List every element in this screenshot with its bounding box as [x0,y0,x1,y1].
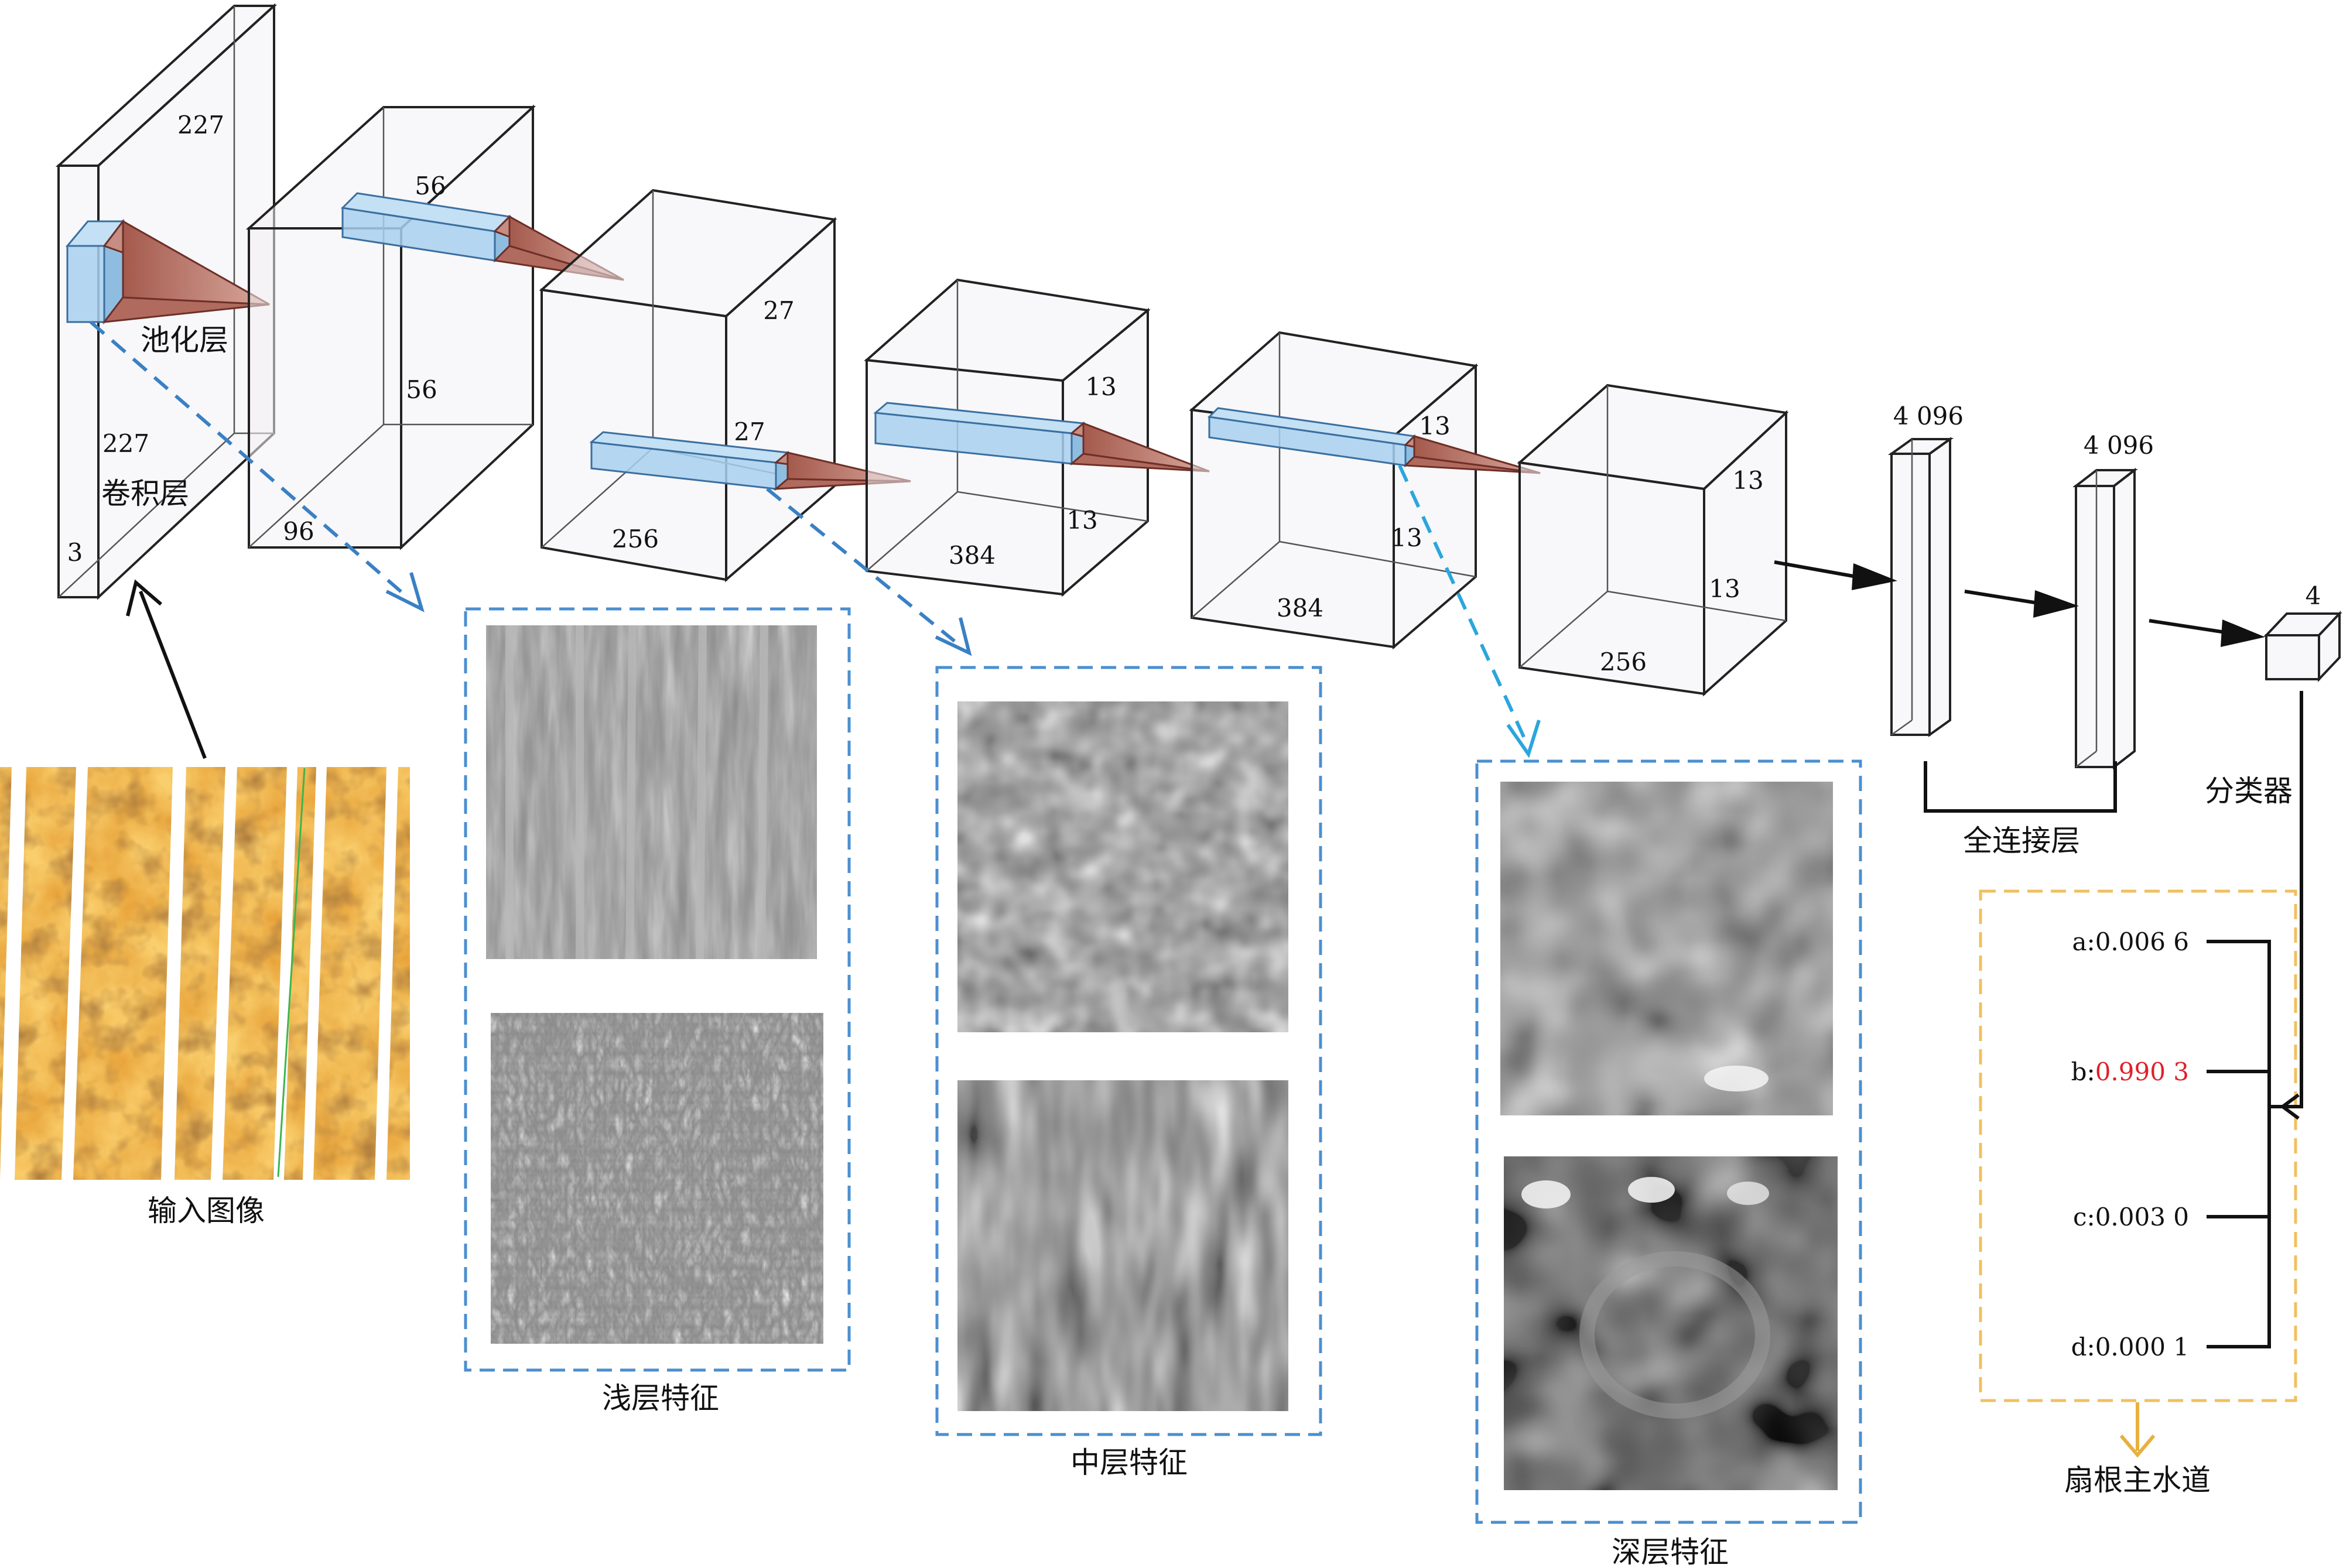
layer1-top-label: 56 [415,172,446,200]
middle-feature-label: 中层特征 [1070,1446,1188,1480]
input-channel-label: 3 [67,538,83,567]
svg-text:d:0.000 1: d:0.000 1 [2071,1333,2189,1361]
layer4-side-label: 13 [1419,412,1450,440]
input-arrow [126,579,207,759]
probability-row-c: c:0.003 0 [2073,1203,2189,1231]
input-width-label: 227 [102,429,149,458]
prob-c-value: 0.003 0 [2095,1203,2189,1231]
probability-row-d: d:0.000 1 [2071,1333,2189,1361]
shallow-feature-map-2 [491,1013,823,1344]
probability-row-b: b:0.990 3 [2071,1057,2189,1086]
input-image-label: 输入图像 [148,1194,265,1228]
deep-feature-map-2 [1504,1156,1838,1490]
fc2-volume [2072,467,2138,770]
layer4-front-label: 13 [1391,523,1422,552]
prob-b-key: b: [2071,1057,2095,1086]
layer3-depth-label: 384 [949,541,996,570]
input-image [0,767,410,1180]
shallow-feature-panel [464,607,851,1372]
prob-a-value: 0.006 6 [2095,927,2189,956]
layer1-side-label: 56 [406,375,437,404]
deep-feature-map-1 [1500,782,1833,1115]
result-class-label: 扇根主水道 [2064,1463,2211,1497]
fc1-volume [1887,437,1954,737]
fc2-size-label: 4 096 [2084,431,2154,460]
feature-connectors [90,320,1541,758]
output-size-label: 4 [2306,581,2321,610]
classifier-label: 分类器 [2205,774,2293,808]
svg-text:c:0.003 0: c:0.003 0 [2073,1203,2189,1231]
fc-layer-label: 全连接层 [1963,824,2080,858]
layer2-volume [539,189,837,583]
deep-feature-panel [1475,759,1862,1524]
layer5-front-label: 13 [1709,574,1740,603]
layer5-depth-label: 256 [1600,648,1647,676]
prob-a-key: a: [2072,927,2095,956]
shallow-feature-label: 浅层特征 [602,1381,719,1415]
prob-c-key: c: [2073,1203,2095,1231]
conv-layer-label: 卷积层 [101,477,189,511]
middle-feature-panel [935,666,1322,1436]
prob-d-key: d: [2071,1333,2095,1361]
layer5-side-label: 13 [1732,466,1763,495]
layer5-volume [1517,384,1789,697]
layer3-front-label: 13 [1066,506,1097,535]
layer1-volume [245,104,536,550]
deep-feature-label: 深层特征 [1612,1535,1729,1568]
layer3-kernel [873,402,1210,473]
svg-text:b:0.990 3: b:0.990 3 [2071,1057,2189,1086]
layer4-kernel [1207,407,1541,474]
fc-bracket [1924,761,2117,813]
probability-panel [1979,889,2297,1402]
prob-b-value: 0.990 3 [2095,1057,2189,1086]
middle-feature-map-2 [957,1080,1288,1411]
layer3-side-label: 13 [1085,372,1116,401]
layer2-front-label: 27 [734,417,765,446]
pool-layer-label: 池化层 [141,323,228,357]
prob-d-value: 0.000 1 [2095,1333,2189,1361]
input-height-label: 227 [177,111,224,139]
layer2-depth-label: 256 [612,525,659,553]
layer2-side-label: 27 [763,296,794,325]
layer4-depth-label: 384 [1277,594,1323,622]
input-cone [102,220,270,323]
layer4-volume [1189,331,1479,650]
middle-feature-map-1 [957,701,1288,1032]
layer1-depth-label: 96 [283,517,314,546]
fc1-size-label: 4 096 [1893,402,1964,430]
flow-arrows [1774,560,2265,647]
result-arrow [2119,1402,2156,1458]
probability-row-a: a:0.006 6 [2072,927,2189,956]
shallow-feature-map-1 [486,625,817,960]
output-connector [2207,691,2303,1348]
svg-text:a:0.006 6: a:0.006 6 [2072,927,2189,956]
output-volume [2263,610,2342,683]
